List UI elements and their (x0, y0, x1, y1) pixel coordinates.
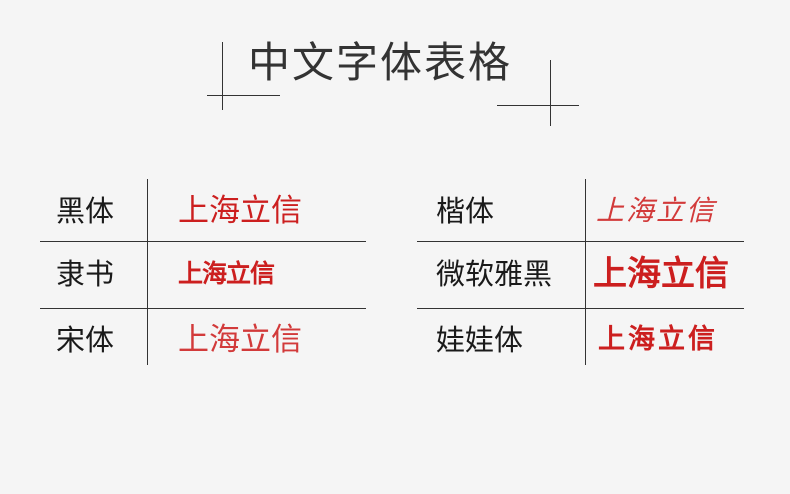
page-title: 中文字体表格 (248, 38, 513, 87)
title-deco-vertical-left (222, 42, 223, 110)
font-name-wawa: 娃娃体 (436, 323, 524, 357)
font-name-songti: 宋体 (56, 323, 115, 357)
font-sample-lishu: 上海立信 (178, 259, 275, 288)
table-row: 楷体 上海立信 (417, 179, 744, 243)
table-row: 黑体 上海立信 (40, 179, 366, 243)
table-row: 娃娃体 上海立信 (417, 308, 744, 372)
row-divider (40, 241, 366, 242)
table-row: 微软雅黑 上海立信 (417, 242, 744, 306)
font-name-lishu: 隶书 (56, 257, 115, 291)
font-sample-wawa: 上海立信 (598, 324, 718, 355)
font-sample-heiti: 上海立信 (178, 193, 302, 229)
font-table-right: 楷体 上海立信 微软雅黑 上海立信 娃娃体 上海立信 (417, 179, 744, 365)
font-name-kaiti: 楷体 (436, 194, 495, 228)
row-divider (417, 241, 744, 242)
row-divider (417, 308, 744, 309)
title-deco-horizontal-right (497, 105, 579, 106)
title-deco-horizontal-left (207, 95, 280, 96)
table-row: 宋体 上海立信 (40, 308, 366, 372)
row-divider (40, 308, 366, 309)
font-name-heiti: 黑体 (56, 194, 115, 228)
font-name-yahei: 微软雅黑 (436, 257, 553, 291)
font-sample-songti: 上海立信 (178, 322, 302, 358)
title-deco-vertical-right (550, 60, 551, 126)
table-row: 隶书 上海立信 (40, 242, 366, 306)
column-divider (585, 179, 586, 365)
font-sample-yahei: 上海立信 (593, 254, 729, 294)
font-table-left: 黑体 上海立信 隶书 上海立信 宋体 上海立信 (40, 179, 366, 365)
font-sample-kaiti: 上海立信 (596, 194, 717, 227)
column-divider (147, 179, 148, 365)
